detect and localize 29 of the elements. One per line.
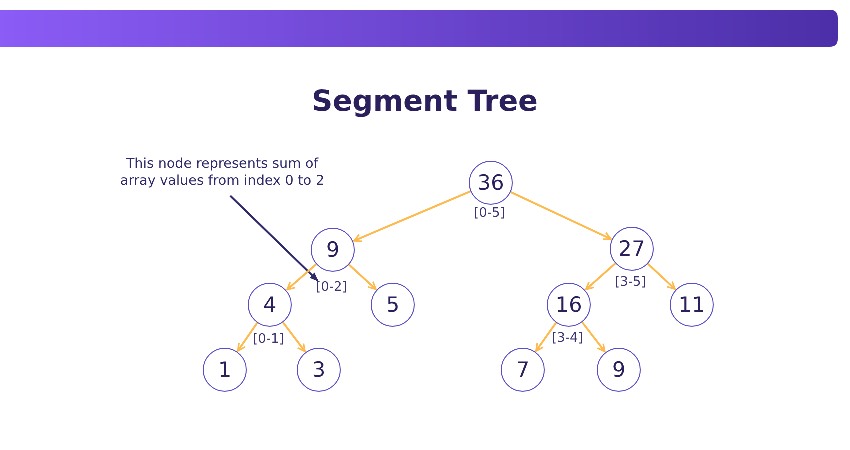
arrow [535,322,558,352]
range-label: [0-2] [316,280,348,295]
arrow [237,322,258,352]
range-label: [3-4] [552,331,584,346]
leader-arrow [230,195,319,282]
tree-node-circle: 9 [597,348,641,392]
tree-node-circle: 1 [203,348,247,392]
annotation-text: This node represents sum of array values from index 0 to 2 [110,156,335,190]
diagram-title: Segment Tree [310,84,540,118]
tree-node-circle: 16 [547,283,591,327]
arrow [585,262,616,291]
arrow [353,190,472,242]
range-label: [0-5] [474,206,506,221]
arrow [286,264,318,291]
arrow [582,322,606,353]
tree-node-circle: 9 [311,228,355,272]
tree-node-circle: 11 [670,283,714,327]
tree-node-circle: 3 [297,348,341,392]
tree-node-circle: 27 [610,227,654,271]
arrow [348,264,377,290]
range-label: [3-5] [615,275,646,290]
tree-node-circle: 7 [501,348,545,392]
tree-node-circle: 5 [371,283,415,327]
tree-node-circle: 36 [469,161,513,205]
arrow [647,263,676,290]
arrow [282,322,306,352]
tree-node-circle: 4 [248,283,292,327]
arrow [510,191,612,240]
range-label: [0-1] [253,332,284,347]
